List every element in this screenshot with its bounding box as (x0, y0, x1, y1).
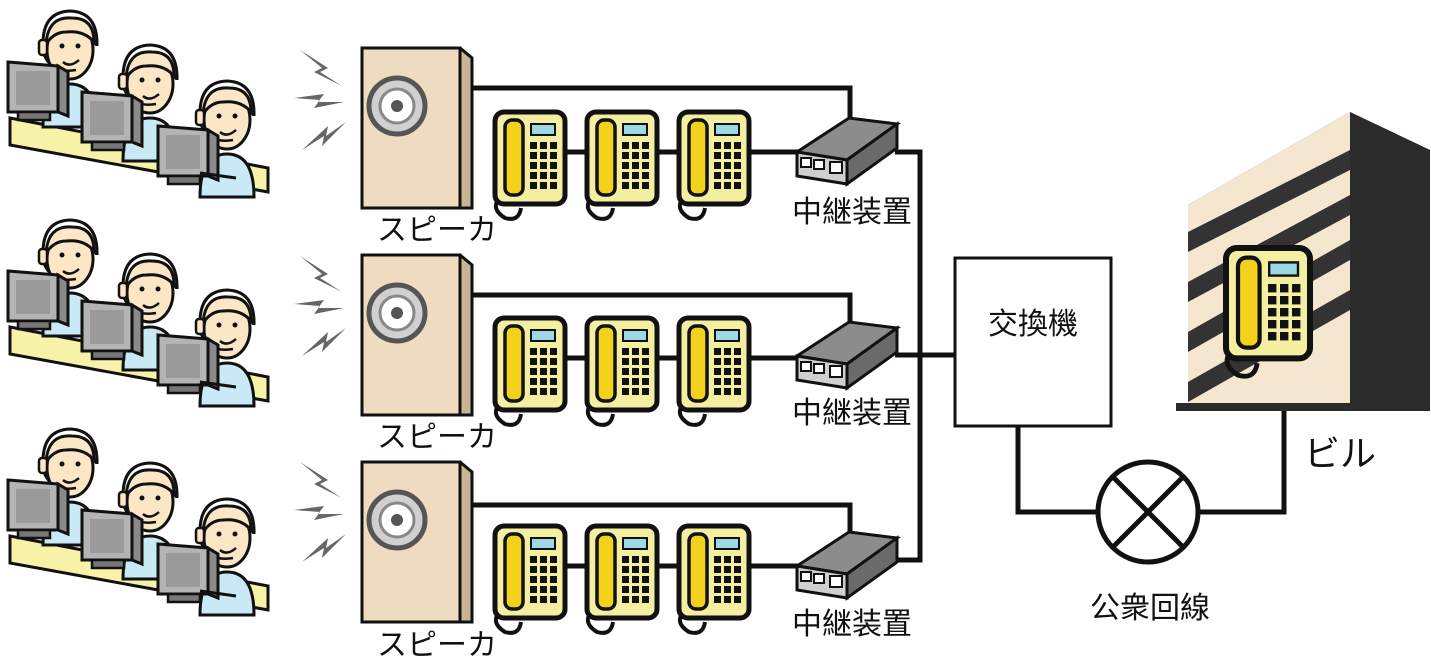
speaker-2-icon (362, 255, 472, 415)
speaker-label-3: スピーカ (377, 628, 497, 659)
phone-2-3-icon (679, 318, 749, 425)
public-line-label: 公衆回線 (1090, 591, 1210, 626)
phone-2-2-icon (587, 318, 657, 425)
phone-1-3-icon (679, 112, 749, 219)
operator-group-1-icon (8, 11, 268, 197)
relay-device-1-icon (795, 116, 899, 186)
phone-3-2-icon (587, 526, 657, 633)
exchange-box (953, 256, 1113, 428)
operator-group-2-icon (8, 220, 268, 406)
relay-device-3-icon (795, 530, 899, 600)
public-line-to-building (1198, 380, 1287, 515)
speaker-label-1: スピーカ (377, 213, 497, 248)
sound-lightning-1-icon (294, 50, 346, 150)
relay-label-2: 中継装置 (792, 396, 912, 431)
exchange-to-public-line (1015, 425, 1098, 515)
relay-label-3: 中継装置 (792, 607, 912, 642)
phone-1-2-icon (587, 112, 657, 219)
building-icon (1176, 112, 1430, 411)
speaker-label-2: スピーカ (377, 420, 497, 455)
exchange-label: 交換機 (988, 307, 1078, 342)
speaker-line-1 (472, 85, 853, 125)
phone-3-1-icon (495, 526, 565, 633)
speaker-line-3 (472, 502, 853, 540)
speaker-line-2 (472, 292, 853, 330)
relay-label-1: 中継装置 (792, 195, 912, 230)
operator-group-3-icon (8, 429, 268, 615)
sound-lightning-2-icon (294, 256, 346, 356)
sound-lightning-3-icon (294, 462, 346, 562)
phone-2-1-icon (495, 318, 565, 425)
speaker-3-icon (362, 462, 472, 622)
speaker-1-icon (362, 48, 472, 208)
public-line-icon (1095, 459, 1201, 565)
phone-1-1-icon (495, 112, 565, 219)
relay-device-2-icon (795, 320, 899, 390)
building-label: ビル (1304, 434, 1376, 475)
phone-3-3-icon (679, 526, 749, 633)
